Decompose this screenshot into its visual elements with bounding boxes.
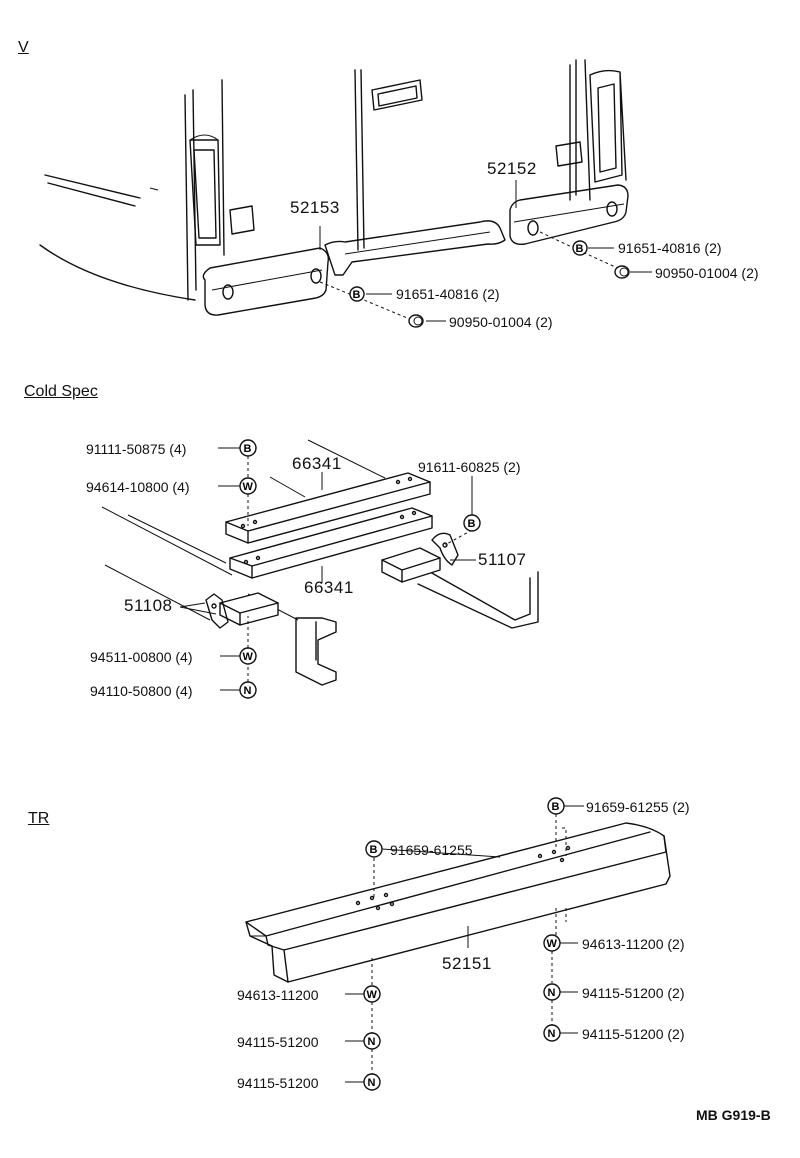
washer-letter: W [243, 481, 254, 493]
bolt-symbol-tr-right [547, 797, 565, 815]
part-label-clip-left: 90950-01004 (2) [449, 314, 553, 330]
part-label-plate-bottom: 66341 [304, 578, 354, 597]
nut-symbol-tr-right-1 [543, 983, 561, 1001]
washer-letter: W [367, 989, 378, 1001]
bolt-symbol-cold-right [463, 514, 481, 532]
part-label-tr-nut-left-1: 94115-51200 [237, 1034, 319, 1050]
part-label-bolt-left: 91651-40816 (2) [396, 286, 500, 302]
part-label-tr-washer-right: 94613-11200 (2) [582, 936, 685, 952]
bolt-symbol-right [572, 240, 588, 256]
nut-symbol-cold-lower [239, 681, 257, 699]
part-label-52153: 52153 [290, 198, 340, 217]
van-rear-illustration [39, 59, 629, 316]
bolt-symbol-left [349, 286, 365, 302]
cold-spec-illustration [101, 439, 539, 686]
part-label-plate-top: 66341 [292, 454, 342, 473]
section-label-tr: TR [28, 810, 50, 827]
part-label-tr-nut-left-2: 94115-51200 [237, 1075, 319, 1091]
bolt-letter: B [552, 801, 560, 813]
part-label-52152: 52152 [487, 159, 537, 178]
part-label-cold-washer-lower: 94511-00800 (4) [90, 649, 193, 665]
bolt-letter: B [468, 518, 476, 530]
part-label-tr-washer-left: 94613-11200 [237, 987, 319, 1003]
bolt-letter: B [576, 243, 584, 255]
part-label-bumper-52151: 52151 [442, 954, 492, 973]
clip-symbol-right [614, 265, 630, 279]
bolt-letter: B [353, 289, 361, 301]
bolt-symbol-cold-top [239, 439, 257, 457]
part-label-tr-nut-right-1: 94115-51200 (2) [582, 985, 685, 1001]
part-label-bolt-right: 91651-40816 (2) [618, 240, 722, 256]
section-label-v: V [18, 39, 29, 56]
drawing-reference: MB G919-B [696, 1107, 771, 1123]
part-label-tr-nut-right-2: 94115-51200 (2) [582, 1026, 685, 1042]
part-label-cold-nut-lower: 94110-50800 (4) [90, 683, 193, 699]
clip-symbol-left [408, 314, 424, 328]
part-label-bracket-51108: 51108 [124, 596, 173, 615]
nut-symbol-tr-right-2 [543, 1024, 561, 1042]
nut-letter: N [548, 1028, 556, 1040]
bolt-letter: B [370, 844, 378, 856]
washer-symbol-tr-left [363, 985, 381, 1003]
nut-letter: N [244, 685, 252, 697]
part-label-cold-bolt-right: 91611-60825 (2) [418, 459, 521, 475]
washer-letter: W [243, 651, 254, 663]
section-label-cold-spec: Cold Spec [24, 383, 98, 400]
nut-letter: N [368, 1036, 376, 1048]
part-label-cold-washer: 94614-10800 (4) [86, 479, 190, 495]
tr-bumper-illustration [245, 822, 671, 983]
washer-symbol-cold-top [239, 477, 257, 495]
bolt-symbol-tr-center [365, 840, 383, 858]
part-label-cold-bolt: 91111-50875 (4) [86, 441, 187, 457]
part-label-bracket-51107: 51107 [478, 550, 527, 569]
nut-symbol-tr-left-1 [363, 1032, 381, 1050]
washer-symbol-cold-lower [239, 647, 257, 665]
part-label-clip-right: 90950-01004 (2) [655, 265, 759, 281]
part-label-tr-bolt-center: 91659-61255 [390, 842, 473, 858]
bolt-letter: B [244, 443, 252, 455]
nut-symbol-tr-left-2 [363, 1073, 381, 1091]
part-label-tr-bolt-right: 91659-61255 (2) [586, 799, 690, 815]
washer-symbol-tr-right [543, 934, 561, 952]
nut-letter: N [548, 987, 556, 999]
nut-letter: N [368, 1077, 376, 1089]
washer-letter: W [547, 938, 558, 950]
